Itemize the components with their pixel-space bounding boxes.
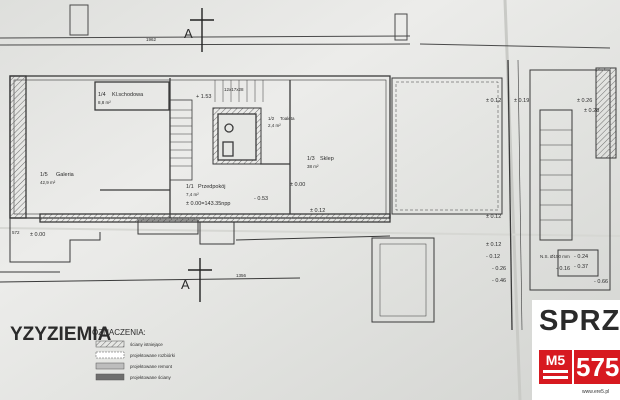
svg-text:Kl.schodowa: Kl.schodowa (112, 92, 144, 98)
stair-spec: 12x17x28 (224, 87, 244, 92)
svg-text:± 0.12: ± 0.12 (486, 214, 501, 220)
svg-text:- 0.46: - 0.46 (492, 278, 506, 284)
building-walls (9, 75, 391, 223)
room-1-5: 1/5 Galeria 42,9 m² (40, 172, 75, 185)
m5-logo-text: M5 (545, 352, 566, 368)
front-steps (0, 218, 391, 283)
svg-text:± 0.28: ± 0.28 (584, 108, 599, 114)
ns-label: N.S. Ø150 mm (540, 254, 570, 259)
dim-left-bottom: 572 (12, 230, 20, 235)
room-1-4: 1/4 Kl.schodowa 8,8 m² (98, 92, 144, 105)
legend: OZNACZENIA: ściany istniejące projektowa… (92, 328, 175, 381)
badge-url: www.ere5.pl (582, 389, 610, 395)
svg-text:Sklep: Sklep (320, 156, 334, 162)
svg-text:- 0.37: - 0.37 (574, 264, 588, 270)
svg-text:projektowane rozbiórki: projektowane rozbiórki (130, 353, 175, 358)
svg-text:1/5: 1/5 (40, 172, 48, 178)
svg-text:projektowane ściany: projektowane ściany (130, 375, 172, 380)
m5-logo: M5 (539, 350, 572, 384)
level-marks: ± 0.00=143.35npp ± 0.00 ± 0.00 + 1.53 - … (30, 94, 608, 285)
svg-text:38 m²: 38 m² (307, 164, 319, 169)
svg-text:8,8 m²: 8,8 m² (98, 100, 111, 105)
svg-text:Przedpokój: Przedpokój (198, 184, 226, 190)
svg-text:± 0.19: ± 0.19 (514, 98, 529, 104)
svg-text:- 0.12: - 0.12 (486, 254, 500, 260)
svg-text:± 0.00: ± 0.00 (290, 182, 305, 188)
badge-number: 575 (574, 350, 620, 384)
section-marker-top-label: A (184, 26, 193, 41)
svg-text:± 0.12: ± 0.12 (310, 208, 325, 214)
section-marker-top (190, 8, 214, 52)
section-marker-bottom (188, 258, 212, 302)
svg-text:- 0.26: - 0.26 (492, 266, 506, 272)
svg-text:2,4 m²: 2,4 m² (268, 123, 281, 128)
top-wall-band (0, 4, 611, 49)
svg-text:1/1: 1/1 (186, 184, 194, 190)
svg-text:1/2: 1/2 (268, 116, 275, 121)
svg-text:ściany istniejące: ściany istniejące (130, 342, 163, 347)
svg-text:- 0.66: - 0.66 (594, 279, 608, 285)
svg-text:Toaleta: Toaleta (280, 116, 295, 121)
dim-top: 1962 (146, 37, 157, 42)
svg-text:1/3: 1/3 (307, 156, 315, 162)
floor-title: YZYZIEMIA (10, 324, 112, 345)
listing-badge: SPRZ M5 575 www.ere5.pl (532, 300, 620, 400)
badge-title: SPRZ (539, 305, 620, 337)
svg-text:projektowane remont: projektowane remont (130, 364, 173, 369)
svg-text:± 0.12: ± 0.12 (486, 242, 501, 248)
svg-text:± 0.12: ± 0.12 (486, 98, 501, 104)
svg-text:- 0.24: - 0.24 (574, 254, 588, 260)
room-1-1: 1/1 Przedpokój 7,4 m² (186, 184, 226, 197)
right-building (371, 59, 617, 331)
svg-text:Galeria: Galeria (56, 172, 75, 178)
svg-text:- 0.16: - 0.16 (556, 266, 570, 272)
svg-text:+ 1.53: + 1.53 (196, 94, 211, 100)
section-marker-bottom-label: A (181, 277, 190, 292)
svg-text:- 0.53: - 0.53 (254, 196, 268, 202)
svg-text:OZNACZENIA:: OZNACZENIA: (92, 328, 146, 337)
svg-text:1/4: 1/4 (98, 92, 106, 98)
dim-bottom: 1356 (236, 273, 247, 278)
svg-text:7,4 m²: 7,4 m² (186, 192, 199, 197)
svg-text:42,9 m²: 42,9 m² (40, 180, 56, 185)
svg-text:± 0.00=143.35npp: ± 0.00=143.35npp (186, 201, 230, 207)
room-1-3: 1/3 Sklep 38 m² (307, 156, 334, 169)
room-1-2: 1/2 Toaleta 2,4 m² (268, 116, 295, 128)
svg-text:± 0.00: ± 0.00 (30, 232, 45, 238)
svg-text:± 0.26: ± 0.26 (577, 98, 592, 104)
